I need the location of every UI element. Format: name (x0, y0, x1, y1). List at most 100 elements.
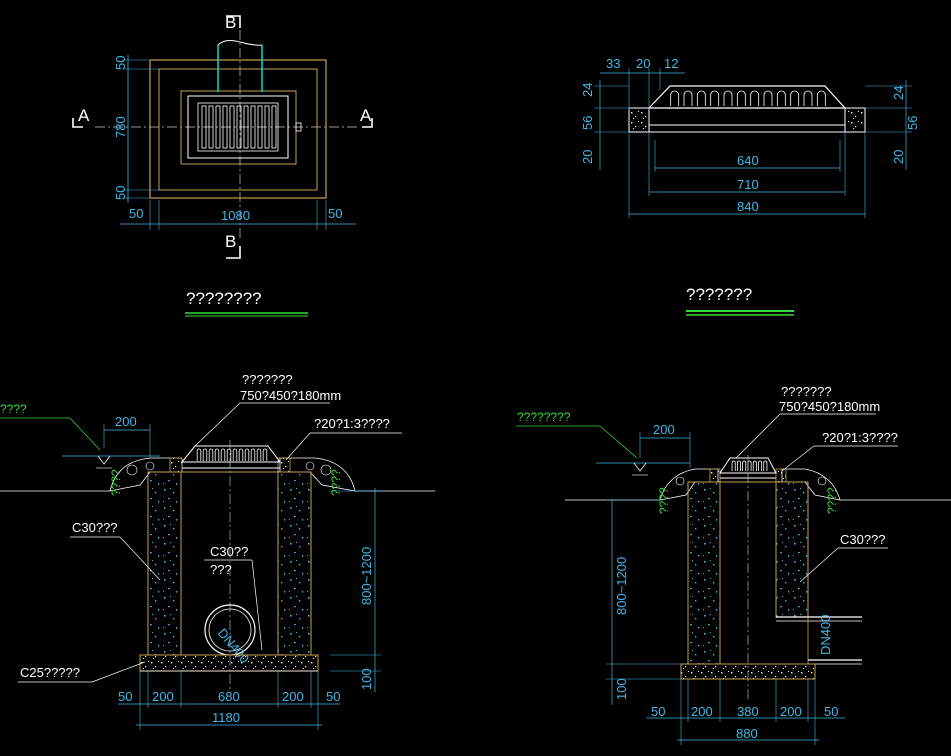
grate-slot (208, 105, 214, 149)
section-b-dim-200-left: 200 (691, 704, 713, 719)
grate-slot (229, 105, 235, 149)
section-a-dim-1180: 1180 (212, 710, 240, 725)
section-b-dim-200-top: 200 (653, 422, 675, 437)
cover-grate-bars (670, 90, 826, 106)
cover-bar (208, 448, 214, 461)
cover-dim-24-right: 24 (891, 86, 906, 100)
section-b-cover-note-2: 750?450?180mm (779, 399, 880, 414)
section-b-dim-880: 880 (736, 726, 758, 741)
section-a-soil-left: ???? (109, 469, 123, 496)
section-a-pipe-note-2: ??? (210, 562, 232, 577)
grate-slot (250, 105, 256, 149)
plan-dim-width: 1080 (221, 208, 250, 223)
grate-slot (222, 105, 228, 149)
plan-mark-b-bottom: B (225, 232, 236, 251)
cover-dim-33: 33 (606, 56, 620, 71)
cover-bar (696, 90, 706, 106)
cover-bar (758, 460, 763, 471)
cover-dim-710: 710 (737, 177, 759, 192)
grate-slot (243, 105, 249, 149)
section-b-wall-note: C30??? (840, 532, 886, 547)
section-b-soil-left: ???? (657, 487, 671, 514)
cover-bar (790, 90, 800, 106)
cover-bar (723, 90, 733, 106)
cover-bar (670, 90, 680, 106)
section-b-dim-380: 380 (737, 704, 759, 719)
section-b-cover-note-1: ??????? (781, 384, 832, 399)
cover-bar (232, 448, 238, 461)
section-a-base-note: C25????? (20, 665, 80, 680)
section-b-dim-200-right: 200 (780, 704, 802, 719)
cover-dim-24-left: 24 (580, 83, 595, 97)
cover-dim-56-left: 56 (580, 116, 595, 130)
section-b-view: ???? ???? DN400 ???????? 200 ??????? 750… (516, 384, 951, 745)
grate-slot (215, 105, 221, 149)
section-b-dim-100: 100 (614, 678, 629, 700)
section-b-dim-depth: 800~1200 (614, 557, 629, 615)
plan-mark-a-left: A (78, 106, 90, 125)
section-a-dim-50-right: 50 (326, 689, 340, 704)
cover-bar (731, 460, 736, 471)
cover-bar (763, 90, 773, 106)
section-b-cover-bars (731, 460, 768, 471)
cover-dim-20-top: 20 (636, 56, 650, 71)
plan-mark-a-right: A (360, 106, 372, 125)
section-b-pipe-label: DN400 (818, 615, 833, 655)
plan-view: A A B B 50 780 50 50 1080 50 ???????? (72, 13, 373, 317)
grate-slot (236, 105, 242, 149)
cover-bar (752, 460, 757, 471)
cover-bar (750, 90, 760, 106)
plan-dim-right: 50 (328, 206, 342, 221)
plan-dim-top: 50 (113, 56, 128, 70)
cover-caption: ??????? (686, 285, 752, 304)
section-b-soil-right: ???? (825, 487, 839, 514)
cover-bar (747, 460, 752, 471)
section-a-pipe-note-1: C30?? (210, 544, 248, 559)
cover-bar (736, 90, 746, 106)
cover-bar (196, 448, 202, 461)
section-a-dim-200-top: 200 (115, 414, 137, 429)
cover-bar (763, 460, 768, 471)
grate-slot (271, 105, 277, 149)
cover-dim-12: 12 (664, 56, 678, 71)
section-b-dim-50-right: 50 (824, 704, 838, 719)
plan-dim-bottom: 50 (113, 186, 128, 200)
section-a-cover-bars (196, 448, 268, 461)
section-a-dim-depth: 800~1200 (359, 547, 374, 605)
cover-bar (736, 460, 741, 471)
cover-dim-20-right: 20 (891, 150, 906, 164)
section-b-dim-50-left: 50 (651, 704, 665, 719)
section-b-mortar-note: ?20?1:3???? (822, 430, 898, 445)
cover-dim-56-right: 56 (905, 116, 920, 130)
section-a-wall-note: C30??? (72, 520, 118, 535)
cover-bar (683, 90, 693, 106)
section-a-dim-200-right: 200 (282, 689, 304, 704)
cover-bar (220, 448, 226, 461)
grate-slot (257, 105, 263, 149)
plan-dim-mid: 780 (113, 116, 128, 138)
cover-bar (202, 448, 208, 461)
section-a-cover-note-1: ??????? (242, 372, 293, 387)
grate-slot (264, 105, 270, 149)
grate-slot (201, 105, 207, 149)
cover-bar (244, 448, 250, 461)
cover-bar (776, 90, 786, 106)
cover-dim-640: 640 (737, 153, 759, 168)
section-a-dim-200-left: 200 (152, 689, 174, 704)
cover-bar (256, 448, 262, 461)
cover-dim-840: 840 (737, 199, 759, 214)
section-a-dim-100: 100 (359, 668, 374, 690)
section-a-dim-680: 680 (218, 689, 240, 704)
cover-bar (742, 460, 747, 471)
cover-bar (238, 448, 244, 461)
cover-bar (250, 448, 256, 461)
section-a-soil-right: ???? (329, 469, 343, 496)
cover-bar (214, 448, 220, 461)
section-a-dim-50-left: 50 (118, 689, 132, 704)
plan-mark-b-top: B (225, 13, 236, 32)
plan-caption: ???????? (186, 289, 262, 308)
cover-bar (803, 90, 813, 106)
section-a-view: ???? ???? DN400 ??????? 750?450?180mm ?2… (0, 372, 435, 730)
cover-bar (262, 448, 268, 461)
